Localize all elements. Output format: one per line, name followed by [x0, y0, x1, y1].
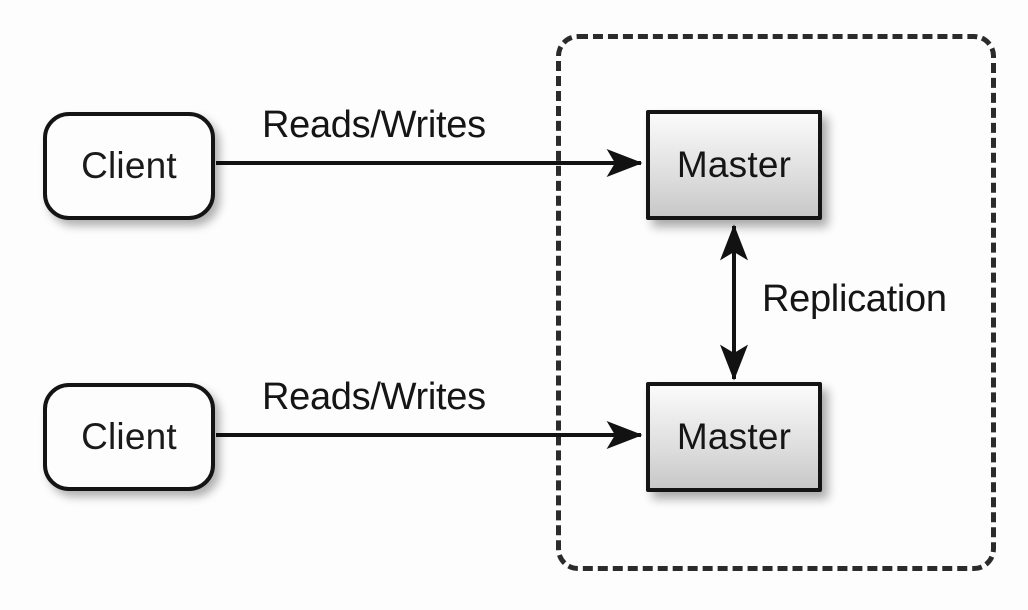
edge-label-reads-writes-top: Reads/Writes — [262, 104, 486, 146]
replication-cluster-boundary — [556, 34, 996, 571]
node-client-bottom-label: Client — [81, 416, 177, 457]
edge-label-reads-writes-bottom: Reads/Writes — [262, 376, 486, 418]
node-master-top-label: Master — [676, 144, 792, 185]
node-master-top[interactable]: Master — [646, 110, 822, 220]
node-master-bottom[interactable]: Master — [646, 382, 822, 492]
node-master-bottom-label: Master — [676, 416, 792, 457]
node-client-top[interactable]: Client — [43, 112, 215, 220]
node-client-bottom[interactable]: Client — [43, 383, 215, 491]
edge-label-replication: Replication — [762, 278, 947, 320]
node-client-top-label: Client — [81, 145, 177, 186]
